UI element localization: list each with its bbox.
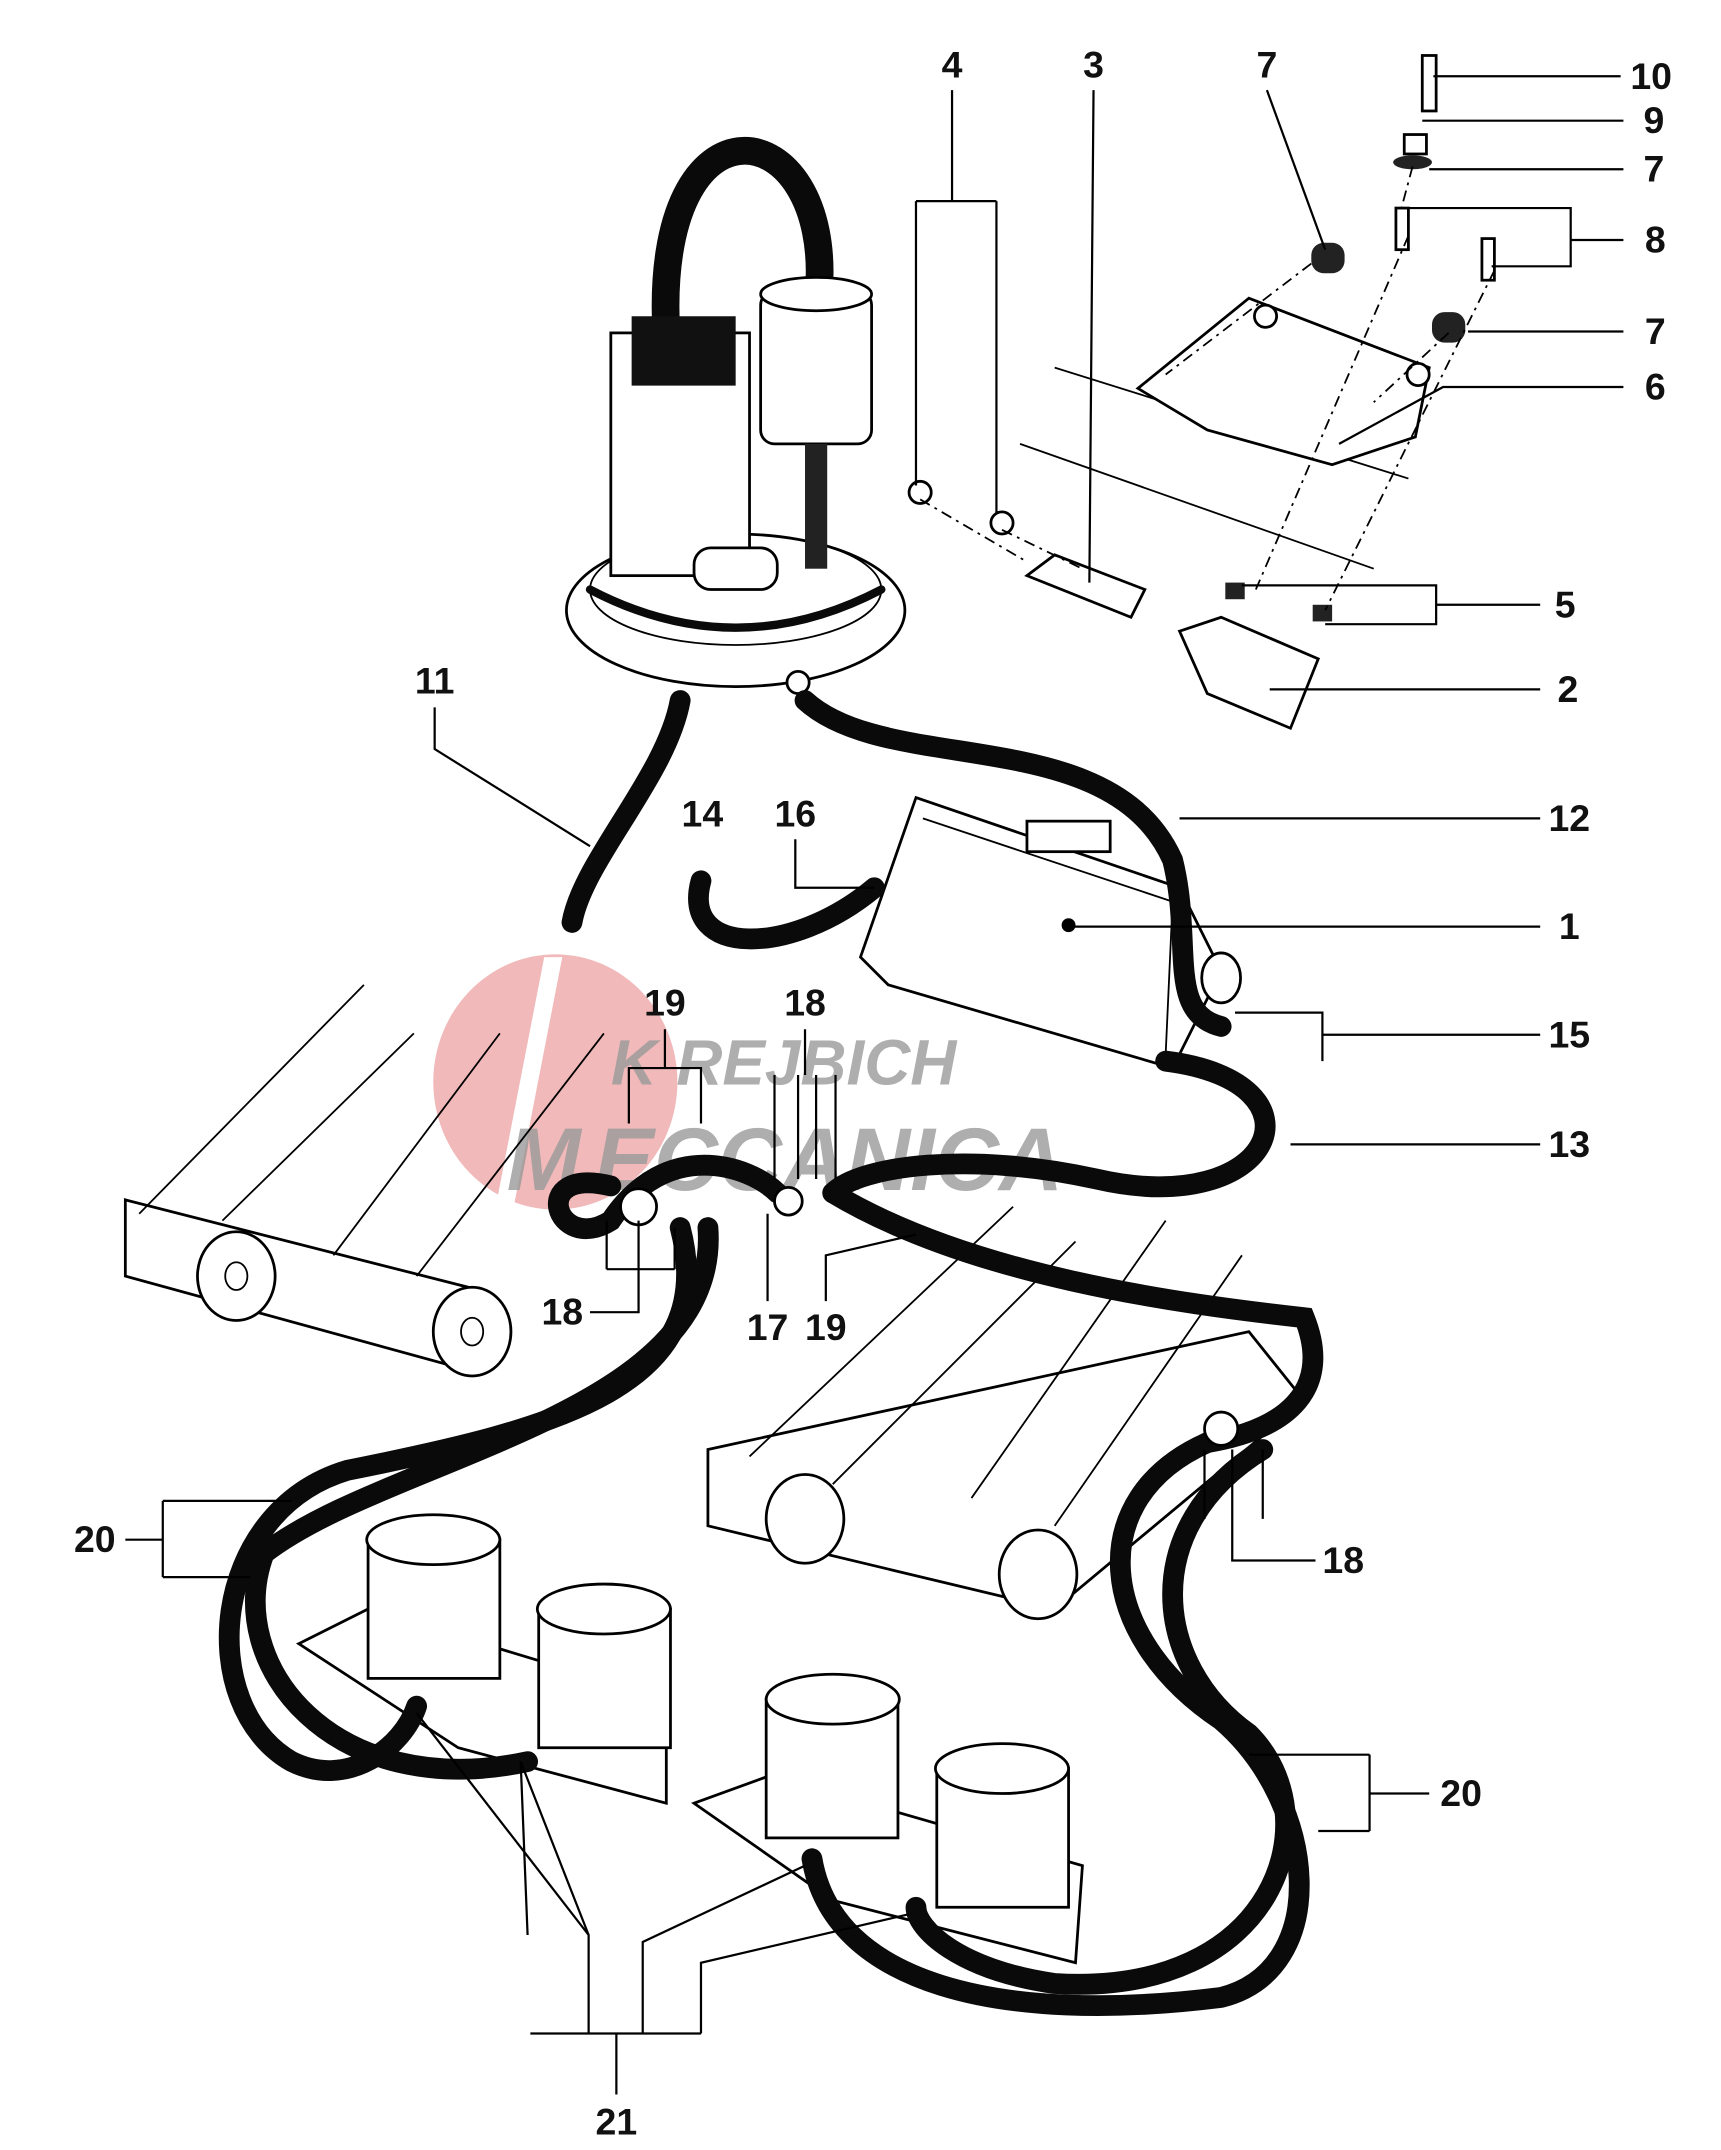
callout-2: 2	[1558, 668, 1579, 710]
callout-6: 6	[1645, 365, 1666, 407]
callout-15: 15	[1548, 1013, 1590, 1055]
callout-10: 10	[1630, 55, 1672, 97]
hose-12	[794, 690, 1232, 1037]
tee-fitting-right	[1203, 1410, 1240, 1447]
mounting-bracket-hardware	[907, 54, 1496, 731]
callout-5: 5	[1555, 583, 1576, 625]
callout-18: 18	[1322, 1539, 1364, 1581]
fuel-pump-assembly	[565, 137, 907, 695]
callout-1: 1	[1559, 905, 1580, 947]
callout-20: 20	[1440, 1772, 1482, 1814]
callout-9: 9	[1644, 99, 1665, 141]
callout-19: 19	[805, 1306, 847, 1348]
callout-13: 13	[1548, 1123, 1590, 1165]
callout-7: 7	[1257, 44, 1278, 86]
leader-lines	[125, 75, 1624, 2095]
callout-3: 3	[1083, 44, 1104, 86]
hose-11	[561, 690, 691, 933]
hose-20-right-b	[905, 1439, 1296, 1995]
evap-canister	[858, 795, 1242, 1070]
callout-8: 8	[1645, 218, 1666, 260]
callout-20: 20	[74, 1518, 116, 1560]
callout-18: 18	[541, 1291, 583, 1333]
callout-21: 21	[596, 2101, 638, 2143]
fitting-17	[773, 1185, 804, 1217]
callout-19: 19	[644, 981, 686, 1023]
frame-tubes	[123, 984, 1307, 1621]
callout-4: 4	[942, 44, 963, 86]
callout-12: 12	[1548, 797, 1590, 839]
callout-14: 14	[682, 793, 724, 835]
callout-7: 7	[1645, 310, 1666, 352]
callout-18: 18	[784, 981, 826, 1023]
hose-20-right	[801, 1432, 1310, 2016]
tee-fitting-left	[619, 1187, 658, 1227]
callout-7: 7	[1644, 148, 1665, 190]
hose-19	[547, 1154, 788, 1239]
hose-13	[822, 1050, 1276, 1204]
hose-20-left-b	[244, 1217, 719, 1780]
callout-16: 16	[774, 793, 816, 835]
hose-19b	[822, 1182, 1324, 1453]
hose-14	[688, 870, 885, 950]
callout-11: 11	[415, 660, 455, 702]
throttle-bodies	[295, 1513, 1084, 1965]
hoses	[218, 690, 1324, 2016]
callout-labels: 4 3 7 10 9 7 8 7 6 5 2 11 14 16 12 1 15 …	[74, 44, 1672, 2143]
callout-17: 17	[747, 1306, 789, 1348]
